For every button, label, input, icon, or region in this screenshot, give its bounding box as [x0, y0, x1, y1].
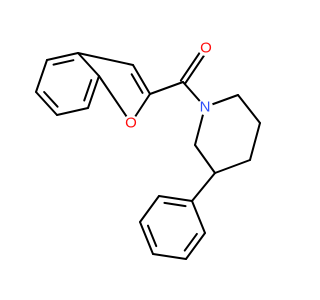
furan-oxygen-label: O: [125, 115, 137, 132]
aromatic-inner-bond-line: [163, 201, 187, 208]
single-bond-line: [185, 232, 206, 260]
bond-group: [35, 45, 261, 260]
carbonyl-oxygen-label: O: [200, 40, 212, 57]
single-bond-line: [77, 52, 100, 77]
aromatic-inner-bond-line: [146, 224, 158, 248]
aromatic-inner-bond-line: [52, 59, 75, 66]
aromatic-inner-bond-line: [183, 232, 198, 252]
single-bond-line: [46, 52, 79, 61]
single-bond-line: [35, 91, 58, 116]
single-bond-line: [149, 81, 184, 95]
single-bond-line: [191, 172, 216, 202]
single-bond-line: [158, 195, 193, 202]
structure-diagram: O O N: [35, 40, 261, 260]
single-bond-line: [98, 75, 132, 124]
single-bond-line: [152, 253, 187, 260]
atom-label-group: O O N: [123, 40, 214, 132]
piperidine-nitrogen-label: N: [200, 99, 211, 116]
single-bond-line: [56, 107, 89, 116]
single-bond-line: [249, 122, 261, 161]
single-bond-line: [77, 52, 134, 66]
aromatic-inner-bond-line: [130, 73, 144, 94]
carbonyl-oxygen-bg: [198, 40, 214, 56]
single-bond-line: [191, 200, 206, 234]
single-bond-line: [35, 59, 48, 93]
single-bond-line: [237, 94, 261, 124]
single-bond-line: [214, 159, 251, 174]
aromatic-inner-bond-line: [43, 91, 59, 108]
furan-oxygen-bg: [123, 115, 139, 131]
single-bond-line: [139, 221, 154, 255]
piperidine-nitrogen-bg: [197, 99, 213, 115]
single-bond-line: [139, 195, 160, 223]
single-bond-line: [194, 144, 216, 174]
single-bond-line: [87, 75, 100, 109]
single-bond-line: [132, 64, 151, 95]
aromatic-inner-bond-line: [83, 79, 93, 102]
